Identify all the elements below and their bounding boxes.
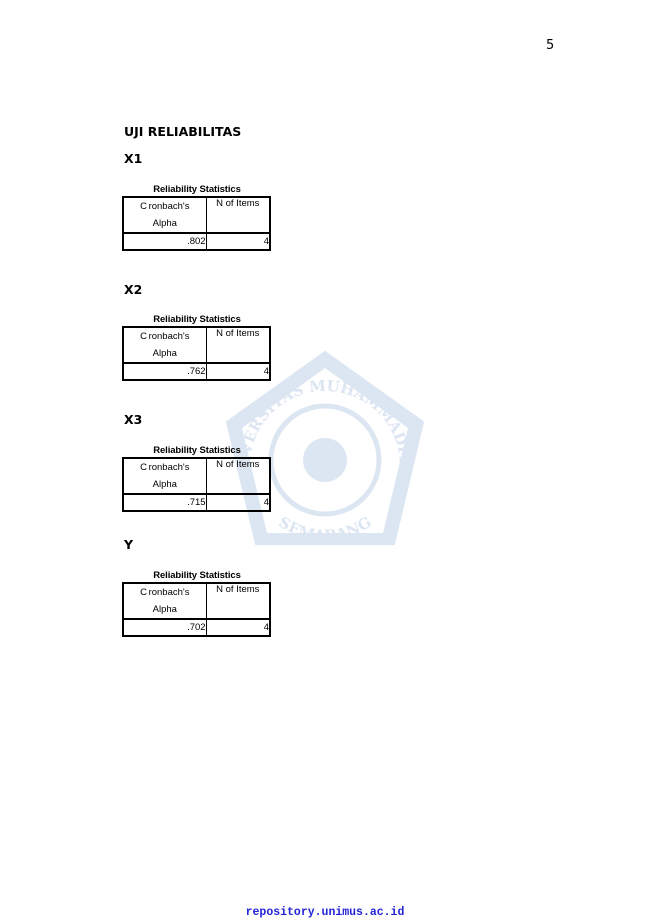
- table-row: .762 4: [121, 363, 271, 381]
- header-n-of-items: N of Items: [206, 196, 271, 234]
- page-title: UJI RELIABILITAS: [124, 124, 242, 139]
- repository-footer-link[interactable]: repository.unimus.ac.id: [245, 906, 405, 919]
- watermark-bottom-text: SEMARANG: [275, 513, 374, 545]
- table-row: .702 4: [121, 619, 271, 637]
- table-caption: Reliability Statistics: [153, 445, 241, 456]
- page-number: 5: [546, 38, 555, 53]
- section-label: X1: [124, 151, 143, 166]
- alpha-value: .762: [121, 363, 207, 381]
- header-n-of-items: N of Items: [206, 457, 271, 495]
- table-caption: Reliability Statistics: [153, 184, 241, 195]
- alpha-value: .702: [121, 619, 207, 637]
- section-label: Y: [124, 537, 134, 552]
- table-row: .715 4: [121, 494, 271, 512]
- table-caption: Reliability Statistics: [153, 570, 241, 581]
- alpha-value: .715: [121, 494, 207, 512]
- table-row: .802 4: [121, 233, 271, 251]
- section-label: X2: [124, 282, 143, 297]
- header-n-of-items: N of Items: [206, 582, 271, 620]
- n-items-value: 4: [206, 494, 271, 512]
- n-items-value: 4: [206, 619, 271, 637]
- header-n-of-items: N of Items: [206, 326, 271, 364]
- n-items-value: 4: [206, 233, 271, 251]
- table-caption: Reliability Statistics: [153, 314, 241, 325]
- alpha-value: .802: [121, 233, 207, 251]
- section-label: X3: [124, 412, 143, 427]
- n-items-value: 4: [206, 363, 271, 381]
